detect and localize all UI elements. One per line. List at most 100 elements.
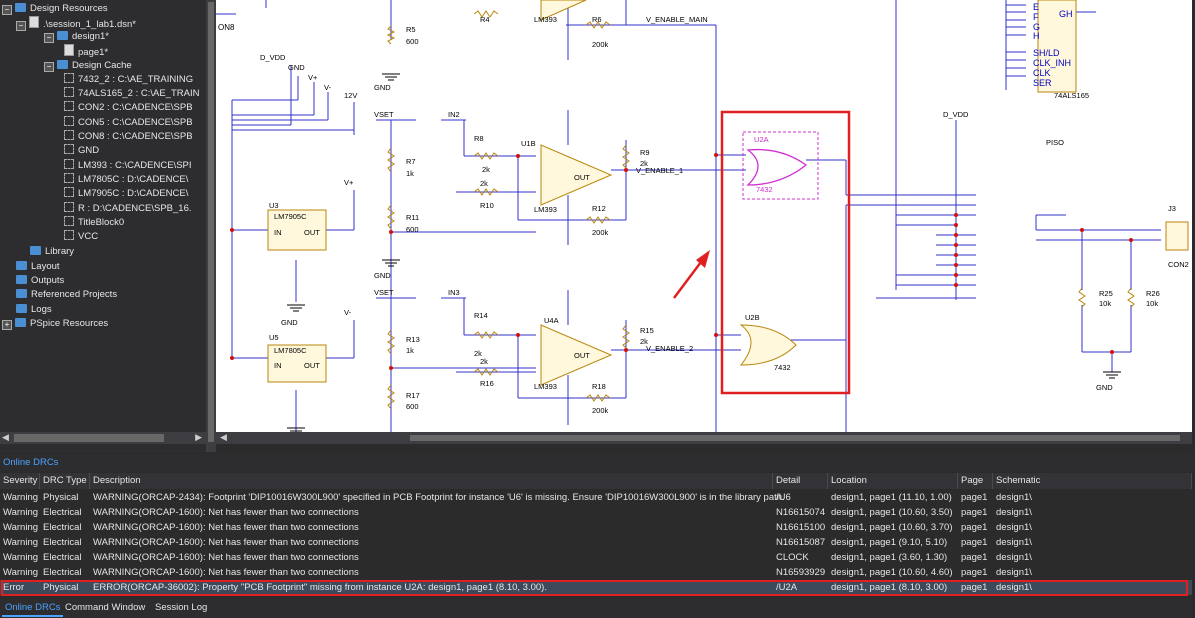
d-vdd-label: D_VDD <box>260 53 286 62</box>
v12-label: 12V <box>344 91 357 100</box>
r6-label: R6 <box>592 15 602 24</box>
table-cell: design1, page1 (3.60, 1.30) <box>831 552 948 563</box>
tree-vertical-scrollbar[interactable] <box>206 0 216 452</box>
table-cell: design1, page1 (10.60, 3.50) <box>831 507 953 518</box>
column-header[interactable]: Location <box>828 473 958 489</box>
tree-item[interactable]: Referenced Projects <box>16 288 117 302</box>
tree-item[interactable]: TitleBlock0 <box>64 216 124 230</box>
scroll-left-icon[interactable]: ◀ <box>220 432 227 442</box>
pin-g: G <box>1033 22 1040 32</box>
tree-item[interactable]: +PSpice Resources <box>2 317 108 331</box>
u5-label: U5 <box>269 333 279 342</box>
r14-label: R14 <box>474 311 488 320</box>
tree-item[interactable]: page1* <box>64 44 108 58</box>
table-cell: Electrical <box>43 522 82 533</box>
tree-item[interactable]: LM393 : C:\CADENCE\SPI <box>64 159 192 173</box>
table-cell: page1 <box>961 507 988 518</box>
expand-toggle-icon[interactable]: − <box>44 33 54 43</box>
column-header[interactable]: Description <box>90 473 773 489</box>
tree-item[interactable]: Logs <box>16 303 52 317</box>
tree-item[interactable]: R : D:\CADENCE\SPB_16. <box>64 202 192 216</box>
vset-label: VSET <box>374 110 394 119</box>
scroll-thumb[interactable] <box>208 2 214 442</box>
tree-horizontal-scrollbar[interactable]: ◀ ▶ <box>0 432 206 444</box>
tree-item[interactable]: VCC <box>64 230 98 244</box>
column-header[interactable]: Severity <box>0 473 40 489</box>
table-cell: Warning <box>3 507 39 518</box>
r25-label: R25 <box>1099 289 1113 298</box>
lm7805c-label: LM7805C <box>274 346 307 355</box>
tree-item[interactable]: Outputs <box>16 274 64 288</box>
j3-label: J3 <box>1168 204 1176 213</box>
column-header[interactable]: DRC Type <box>40 473 90 489</box>
tree-item[interactable]: −.\session_1_lab1.dsn* <box>16 16 136 31</box>
tree-item[interactable]: −Design Cache <box>44 59 132 73</box>
r17-label: R17 <box>406 391 420 400</box>
column-header[interactable]: Page <box>958 473 993 489</box>
scroll-thumb[interactable] <box>410 435 1180 441</box>
r9-label: R9 <box>640 148 650 157</box>
table-cell: N16615100 <box>776 522 826 533</box>
tree-item[interactable]: CON8 : C:\CADENCE\SPB <box>64 130 193 144</box>
v-enable-main-label: V_ENABLE_MAIN <box>646 15 708 24</box>
tab-online-drcs[interactable]: Online DRCs <box>2 601 64 617</box>
table-cell: design1\ <box>996 552 1032 563</box>
tree-item[interactable]: 74ALS165_2 : C:\AE_TRAIN <box>64 87 199 101</box>
in2-label: IN2 <box>448 110 460 119</box>
table-cell: design1\ <box>996 567 1032 578</box>
file-icon <box>29 16 39 28</box>
tree-item[interactable]: Library <box>30 245 74 259</box>
tree-item[interactable]: Layout <box>16 260 60 274</box>
canvas-horizontal-scrollbar[interactable]: ◀ <box>216 432 1192 444</box>
table-cell: design1, page1 (8.10, 3.00) <box>831 582 948 593</box>
table-cell: Electrical <box>43 537 82 548</box>
scroll-left-icon[interactable]: ◀ <box>2 432 9 442</box>
project-tree[interactable]: −Design Resources−.\session_1_lab1.dsn*−… <box>0 0 206 452</box>
piso-label: PISO <box>1046 138 1064 147</box>
tree-item[interactable]: LM7805C : D:\CADENCE\ <box>64 173 188 187</box>
tab-session-log[interactable]: Session Log <box>155 602 208 613</box>
tab-command-window[interactable]: Command Window <box>65 602 146 613</box>
r7-label: R7 <box>406 157 416 166</box>
table-cell: WARNING(ORCAP-1600): Net has fewer than … <box>93 552 359 563</box>
tree-item[interactable]: −Design Resources <box>2 2 108 16</box>
r6-value: 200k <box>592 40 609 49</box>
part-icon <box>64 144 74 154</box>
tree-item[interactable]: CON2 : C:\CADENCE\SPB <box>64 101 193 115</box>
table-cell: page1 <box>961 537 988 548</box>
tree-item[interactable]: CON5 : C:\CADENCE\SPB <box>64 116 193 130</box>
r13-label: R13 <box>406 335 420 344</box>
expand-toggle-icon[interactable]: − <box>2 5 12 15</box>
tree-item[interactable]: −design1* <box>44 30 109 44</box>
lm393-label: LM393 <box>534 15 557 24</box>
tree-item[interactable]: 7432_2 : C:\AE_TRAINING <box>64 73 193 87</box>
tree-item[interactable]: LM7905C : D:\CADENCE\ <box>64 187 188 201</box>
table-cell: WARNING(ORCAP-1600): Net has fewer than … <box>93 567 359 578</box>
tree-item[interactable]: GND <box>64 144 99 158</box>
expand-toggle-icon[interactable]: − <box>16 21 26 31</box>
table-cell: design1\ <box>996 507 1032 518</box>
column-header[interactable]: Schematic <box>993 473 1192 489</box>
part-icon <box>64 216 74 226</box>
r8-label: R8 <box>474 134 484 143</box>
table-cell: design1\ <box>996 522 1032 533</box>
expand-toggle-icon[interactable]: + <box>2 320 12 330</box>
column-header[interactable]: Detail <box>773 473 828 489</box>
v-enable-2-label: V_ENABLE_2 <box>646 344 693 353</box>
vplus-label: V+ <box>344 178 354 187</box>
expand-toggle-icon[interactable]: − <box>44 62 54 72</box>
part-icon <box>64 116 74 126</box>
scroll-right-icon[interactable]: ▶ <box>195 432 202 442</box>
scroll-thumb[interactable] <box>14 434 164 442</box>
r14-value: 2k <box>474 349 482 358</box>
schematic-canvas[interactable]: ON8 D_VDD GND V+ V- 12V V+ V- U3 LM7905C… <box>216 0 1192 432</box>
